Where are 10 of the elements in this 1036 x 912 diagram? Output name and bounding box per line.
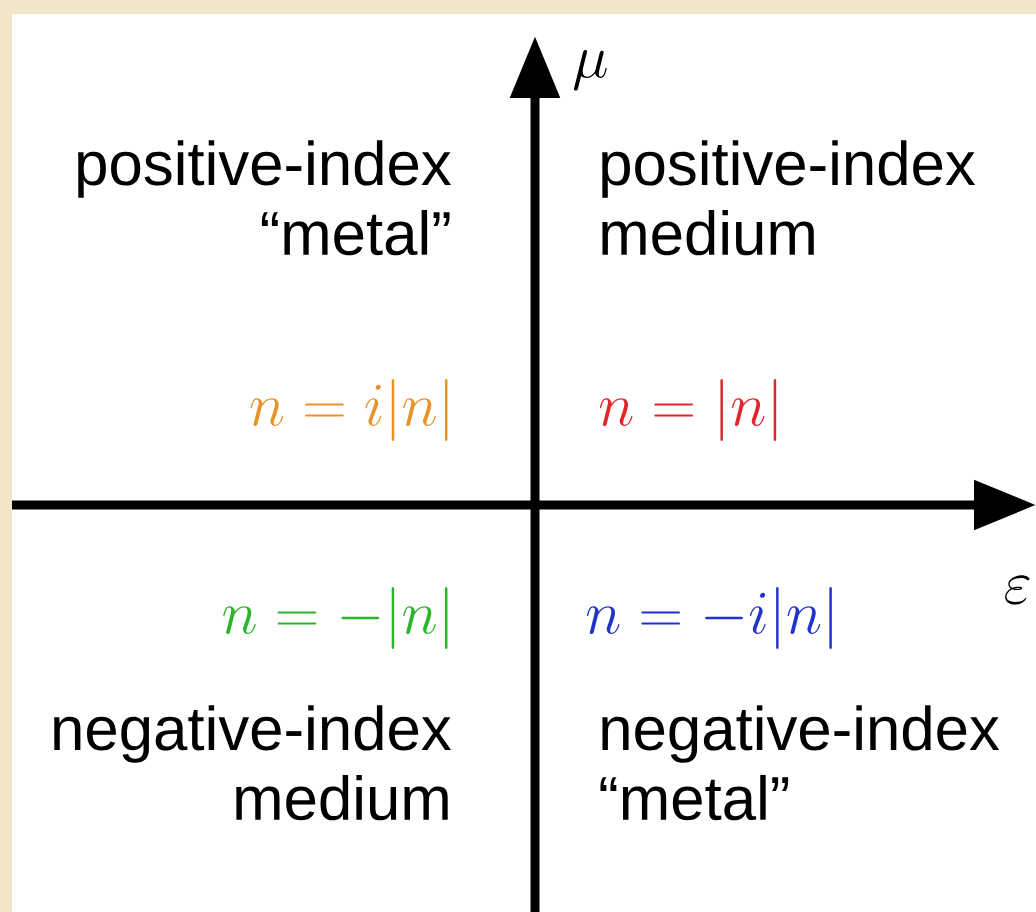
quadrant-label: negative-index medium bbox=[54, 705, 452, 821]
axis-label: $\mu$ bbox=[573, 50, 607, 91]
formula: $n = |n|$ bbox=[599, 379, 777, 441]
quadrant-label: positive-index “metal” bbox=[78, 140, 452, 256]
quadrant-label: positive-index medium bbox=[602, 140, 976, 256]
formula: $n = i|n|$ bbox=[250, 379, 448, 441]
formula: $n = -i|n|$ bbox=[586, 587, 832, 649]
axis-label: $\varepsilon$ bbox=[1005, 575, 1030, 605]
formula: $n = -|n|$ bbox=[223, 587, 448, 649]
quadrant-label: negative-index “metal” bbox=[600, 705, 1000, 821]
